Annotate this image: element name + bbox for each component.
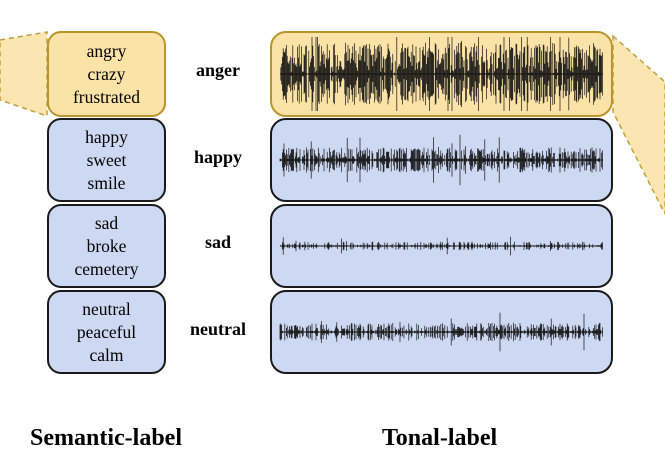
waveform-box-anger [270,31,613,117]
emotion-label-sad: sad [204,232,231,252]
semantic-word: calm [89,344,124,365]
emotion-label-happy: happy [193,147,243,167]
semantic-word: cemetery [74,258,139,279]
semantic-word: happy [85,126,128,147]
semantic-word: neutral [82,298,131,319]
semantic-word: crazy [87,63,126,84]
semantic-box-happy: happy sweet smile [47,118,166,202]
semantic-word: smile [87,172,126,193]
waveform-box-happy [270,118,613,202]
emotion-label-neutral: neutral [190,319,246,339]
semantic-word: frustrated [72,86,141,107]
emotion-label-anger: anger [196,60,240,80]
waveform-box-sad [270,204,613,288]
waveform-neutral [279,312,603,352]
semantic-box-neutral: neutral peaceful calm [47,290,166,374]
semantic-word: peaceful [76,321,137,342]
waveform-happy [279,134,603,186]
semantic-word: sad [94,212,119,233]
semantic-box-sad: sad broke cemetery [47,204,166,288]
semantic-box-anger: angry crazy frustrated [47,31,166,117]
waveform-box-neutral [270,290,613,374]
waveform-anger [280,37,603,111]
semantic-label-caption: Semantic-label [30,425,182,451]
waveform-sad [279,236,603,256]
semantic-word: angry [86,40,127,61]
tonal-label-caption: Tonal-label [382,425,498,451]
semantic-word: broke [86,235,127,256]
semantic-word: sweet [86,149,127,170]
